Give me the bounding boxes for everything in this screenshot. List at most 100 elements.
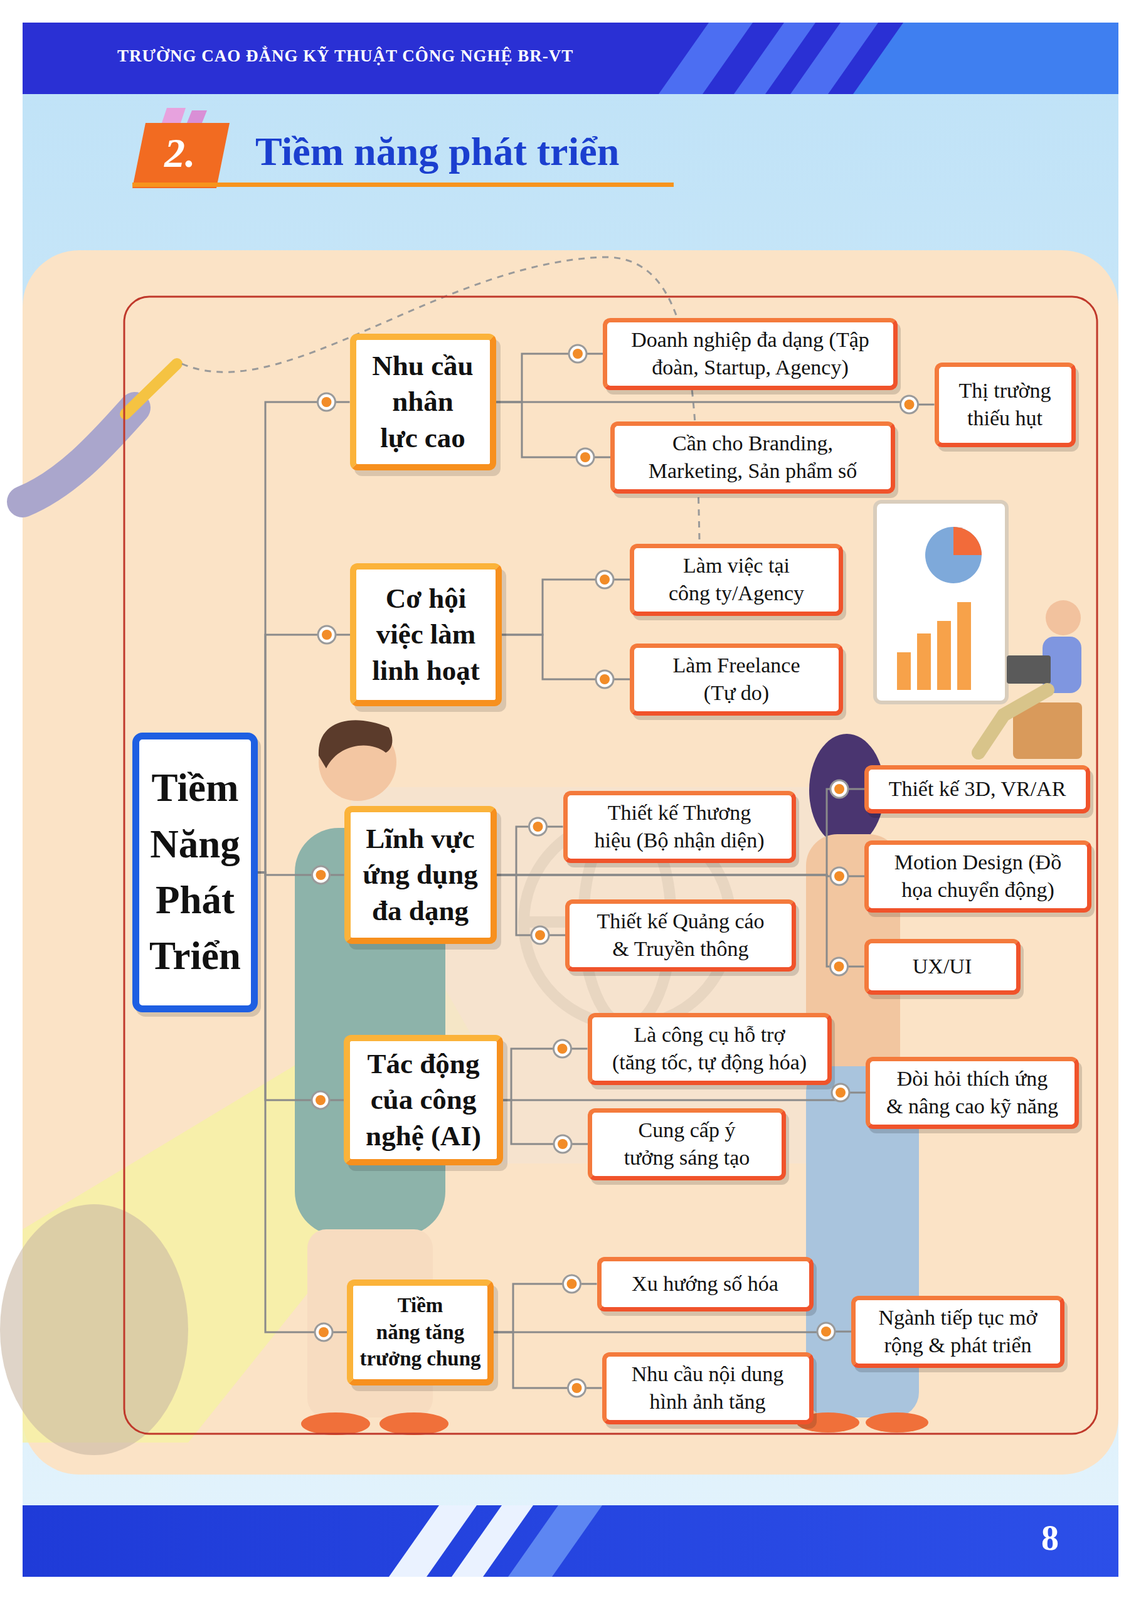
connector-dot <box>817 1322 835 1341</box>
detail-box: Doanh nghiệp đa dạng (Tập đoàn, Startup,… <box>602 318 898 391</box>
node-text: Cần cho Branding, Marketing, Sản phẩm số <box>619 429 886 485</box>
page-title: Tiềm năng phát triển <box>255 128 620 176</box>
connector-dot-core <box>821 1326 832 1337</box>
connector-dot-core <box>835 1087 846 1098</box>
connector <box>503 1040 588 1101</box>
connector-dot <box>553 1135 572 1153</box>
connector-dot <box>553 1040 572 1058</box>
section-number: 2. <box>164 129 196 177</box>
section-badge <box>132 122 230 189</box>
connector <box>257 626 351 873</box>
connector-dot <box>529 817 547 836</box>
school-name: TRƯỜNG CAO ĐẲNG KỸ THUẬT CÔNG NGHỆ BR-VT <box>117 46 574 66</box>
connector-dot-core <box>567 1278 578 1290</box>
category-box: Tác động của công nghệ (AI) <box>343 1034 504 1166</box>
connector-dot-core <box>533 821 544 832</box>
node-text: Lĩnh vực ứng dụng đa dạng <box>356 821 485 929</box>
connector-dot-core <box>557 1139 568 1150</box>
connector-line <box>257 872 345 876</box>
person-head <box>1045 600 1081 636</box>
connector-line <box>493 1332 603 1389</box>
detail-box: Motion Design (Đồ họa chuyển động) <box>864 840 1092 913</box>
chart-bar <box>937 620 951 690</box>
connector <box>493 1332 603 1397</box>
connector-line <box>257 872 344 1101</box>
connector-dot-core <box>321 629 332 640</box>
connector <box>257 866 345 884</box>
connector-dot <box>312 866 330 884</box>
pencil <box>125 363 177 414</box>
detail-box: Thị trường thiếu hụt <box>934 362 1076 448</box>
connector-line <box>496 875 865 967</box>
category-box: Cơ hội việc làm linh hoạt <box>350 563 502 707</box>
detail-box: UX/UI <box>864 939 1021 995</box>
connector-line <box>503 1100 588 1145</box>
root-box: Tiềm Năng Phát Triển <box>132 732 258 1013</box>
header-stripe <box>658 22 753 95</box>
node-text: Nhu cầu nhân lực cao <box>362 348 484 456</box>
ground-blob <box>0 1204 189 1456</box>
node-text: Thiết kế Quảng cáo & Truyền thông <box>574 907 787 963</box>
connector-line <box>501 579 630 635</box>
connector-dot <box>595 670 614 689</box>
detail-box: Làm việc tại công ty/Agency <box>629 543 844 616</box>
connector-line <box>493 1331 852 1333</box>
connector-dot <box>831 1083 850 1102</box>
node-text: Tiềm Năng Phát Triển <box>141 760 249 985</box>
connector-dot-core <box>572 348 583 359</box>
man-shoe <box>379 1412 449 1436</box>
connector-dot-core <box>834 784 845 795</box>
node-text: Làm Freelance (Tự do) <box>639 651 834 707</box>
detail-box: Cần cho Branding, Marketing, Sản phẩm số <box>610 421 896 494</box>
connector-dot <box>563 1275 581 1293</box>
connector <box>496 875 865 976</box>
category-box: Lĩnh vực ứng dụng đa dạng <box>344 806 497 945</box>
detail-box: Xu hướng số hóa <box>597 1257 814 1312</box>
node-text: Doanh nghiệp đa dạng (Tập đoàn, Startup,… <box>612 326 889 382</box>
detail-box: Cung cấp ý tưởng sáng tạo <box>587 1108 786 1181</box>
node-text: Cung cấp ý tưởng sáng tạo <box>597 1116 777 1172</box>
detail-box: Nhu cầu nội dung hình ảnh tăng <box>602 1352 814 1425</box>
connector <box>496 817 564 876</box>
connector-dot <box>531 926 549 945</box>
man-hair <box>318 720 393 769</box>
connector-line <box>496 875 566 936</box>
connector-dot <box>830 780 849 798</box>
connector <box>496 867 866 886</box>
node-text: Cơ hội việc làm linh hoạt <box>362 580 490 689</box>
pie-slice <box>953 526 982 556</box>
connector-line <box>496 353 604 403</box>
detail-box: Ngành tiếp tục mở rộng & phát triển <box>851 1295 1065 1369</box>
connector <box>493 1275 598 1333</box>
node-text: Thiết kế 3D, VR/AR <box>888 775 1067 803</box>
connector-dot-core <box>599 674 610 685</box>
connector <box>496 344 604 403</box>
person-legs <box>978 689 1048 753</box>
node-text: Làm việc tại công ty/Agency <box>639 551 834 608</box>
chart-bar <box>917 633 931 690</box>
connector-dot <box>830 867 849 886</box>
detail-box: Thiết kế Thương hiệu (Bộ nhận diện) <box>563 790 797 864</box>
detail-box: Đòi hỏi thích ứng & nâng cao kỹ năng <box>865 1056 1079 1130</box>
connector-dot <box>830 957 849 976</box>
badge-accent <box>186 110 207 123</box>
connector-dot-core <box>572 1383 583 1394</box>
connector <box>501 634 630 689</box>
connector-line <box>493 1284 598 1333</box>
connector <box>503 1100 588 1153</box>
connector <box>496 875 566 945</box>
connector-dot <box>311 1091 330 1110</box>
connector <box>501 570 630 635</box>
header-bar <box>22 22 1119 95</box>
detail-box: Thiết kế 3D, VR/AR <box>864 765 1091 814</box>
footer-bar <box>22 1505 1119 1577</box>
connector <box>257 393 351 873</box>
connector <box>496 402 611 467</box>
connector-dot-core <box>316 870 327 881</box>
connector-dot-core <box>318 1327 329 1338</box>
connector-dot <box>318 626 336 644</box>
connector <box>493 1322 852 1341</box>
node-text: Thiết kế Thương hiệu (Bộ nhận diện) <box>572 799 787 855</box>
connector-dot <box>568 1379 586 1397</box>
node-text: UX/UI <box>912 952 972 981</box>
